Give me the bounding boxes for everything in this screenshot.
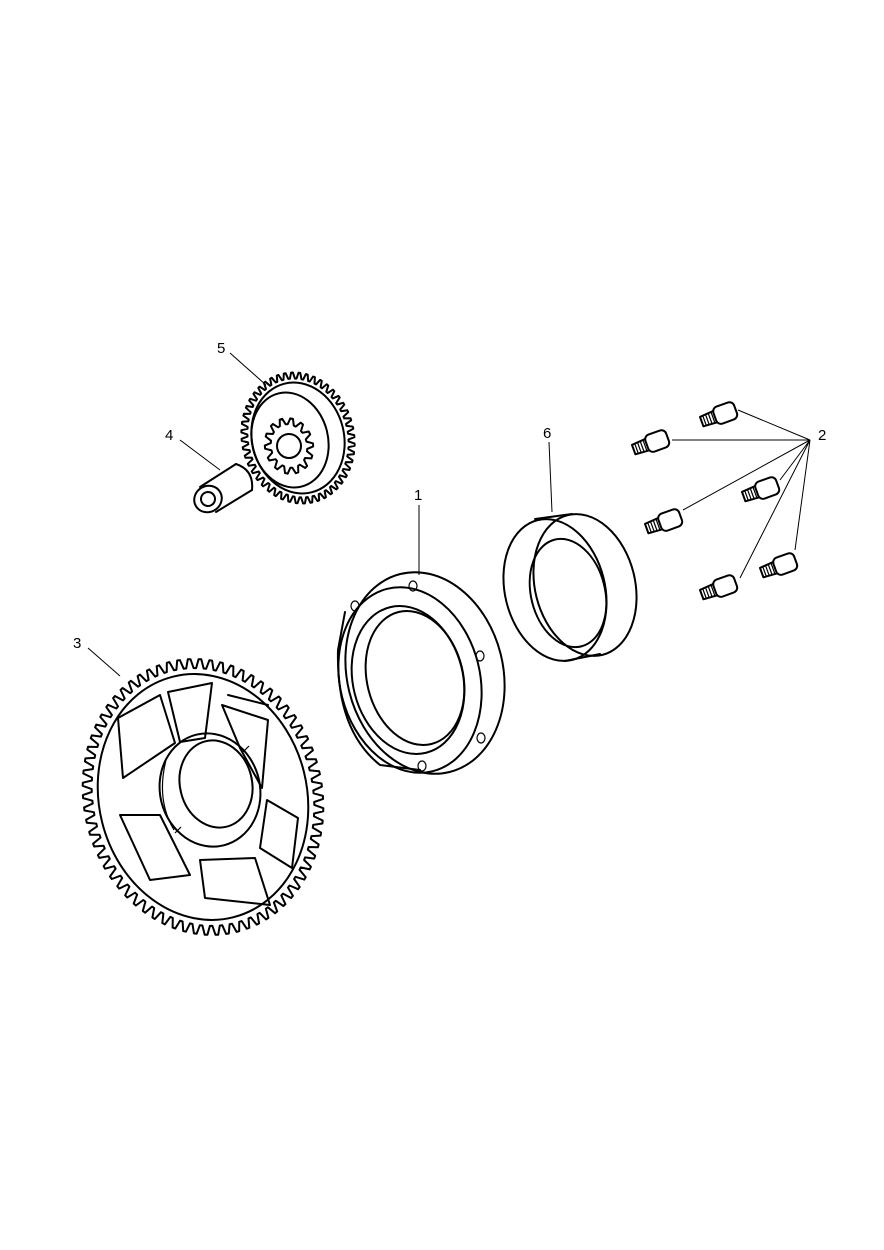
callout-5: 5: [217, 340, 225, 357]
callout-3: 3: [73, 635, 81, 652]
part-3-large-gear: [81, 658, 325, 936]
part-4-hollow-pin: [193, 463, 254, 514]
bolt: [758, 552, 799, 579]
leader-5: [229, 352, 267, 386]
leader-lines: [87, 352, 811, 677]
leader-4: [179, 439, 221, 471]
bolt: [740, 476, 781, 503]
bolt: [698, 401, 739, 428]
callout-4: 4: [165, 427, 173, 444]
callout-6: 6: [543, 425, 551, 442]
bolt: [643, 508, 684, 535]
part-6-bearing-ring: [502, 513, 638, 662]
part-2-bolts: [630, 401, 799, 601]
leader-6: [548, 441, 553, 513]
leader-2: [672, 409, 811, 579]
callout-2: 2: [818, 427, 826, 444]
callout-1: 1: [414, 487, 422, 504]
leader-3: [87, 647, 121, 677]
part-1-ring-housing: [336, 571, 506, 775]
bolt: [698, 574, 739, 601]
bolt: [630, 429, 671, 456]
part-5-idler-gear: [240, 371, 356, 505]
callout-labels: 1 2 3 4 5 6: [73, 340, 826, 652]
